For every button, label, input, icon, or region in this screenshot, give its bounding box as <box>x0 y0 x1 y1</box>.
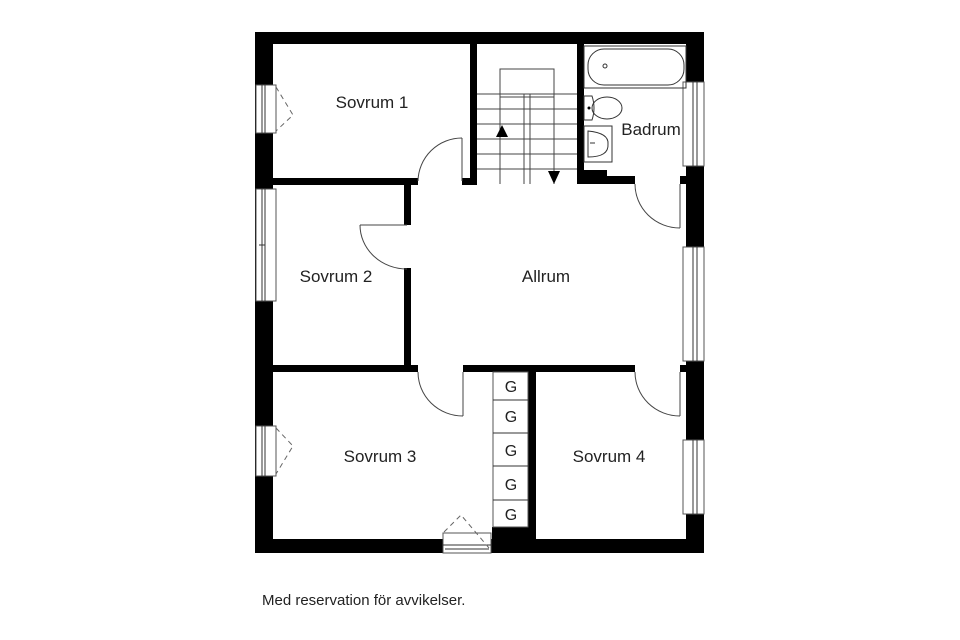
stair-down-arrow-icon <box>548 171 560 184</box>
room-label-badrum: Badrum <box>621 120 681 139</box>
window-sovrum1 <box>255 84 294 134</box>
room-label-sovrum1: Sovrum 1 <box>336 93 409 112</box>
doors <box>359 137 681 417</box>
stair-up-arrow-icon <box>496 125 508 137</box>
sink-icon <box>583 125 613 163</box>
closet-label: G <box>505 409 517 426</box>
window-allrum <box>682 246 705 362</box>
door-sovrum4 <box>634 371 681 417</box>
room-label-sovrum3: Sovrum 3 <box>344 447 417 466</box>
room-labels: Sovrum 1 Badrum Sovrum 2 Allrum Sovrum 3… <box>300 93 681 466</box>
closet-label: G <box>505 477 517 494</box>
closet-label: G <box>505 507 517 524</box>
disclaimer-footnote: Med reservation för avvikelser. <box>262 592 466 609</box>
door-sovrum2 <box>359 224 408 270</box>
outer-walls <box>255 32 704 553</box>
room-label-allrum: Allrum <box>522 267 570 286</box>
door-sovrum1 <box>417 137 463 182</box>
bathroom-fixtures <box>583 45 687 163</box>
window-sovrum3 <box>255 425 294 477</box>
toilet-icon <box>583 95 623 121</box>
room-label-sovrum2: Sovrum 2 <box>300 267 373 286</box>
bathtub-icon <box>583 45 687 89</box>
room-label-sovrum4: Sovrum 4 <box>573 447 646 466</box>
closet-label: G <box>505 379 517 396</box>
staircase <box>477 68 577 184</box>
door-sovrum3 <box>417 371 464 417</box>
window-sovrum2 <box>255 188 277 302</box>
interior-walls <box>273 44 686 541</box>
windows <box>255 81 705 554</box>
closets: G G G G G <box>492 371 529 528</box>
window-sovrum4 <box>682 439 705 515</box>
closet-label: G <box>505 443 517 460</box>
door-badrum <box>634 183 681 229</box>
window-badrum <box>682 81 705 167</box>
window-sovrum3-bottom <box>442 514 492 554</box>
